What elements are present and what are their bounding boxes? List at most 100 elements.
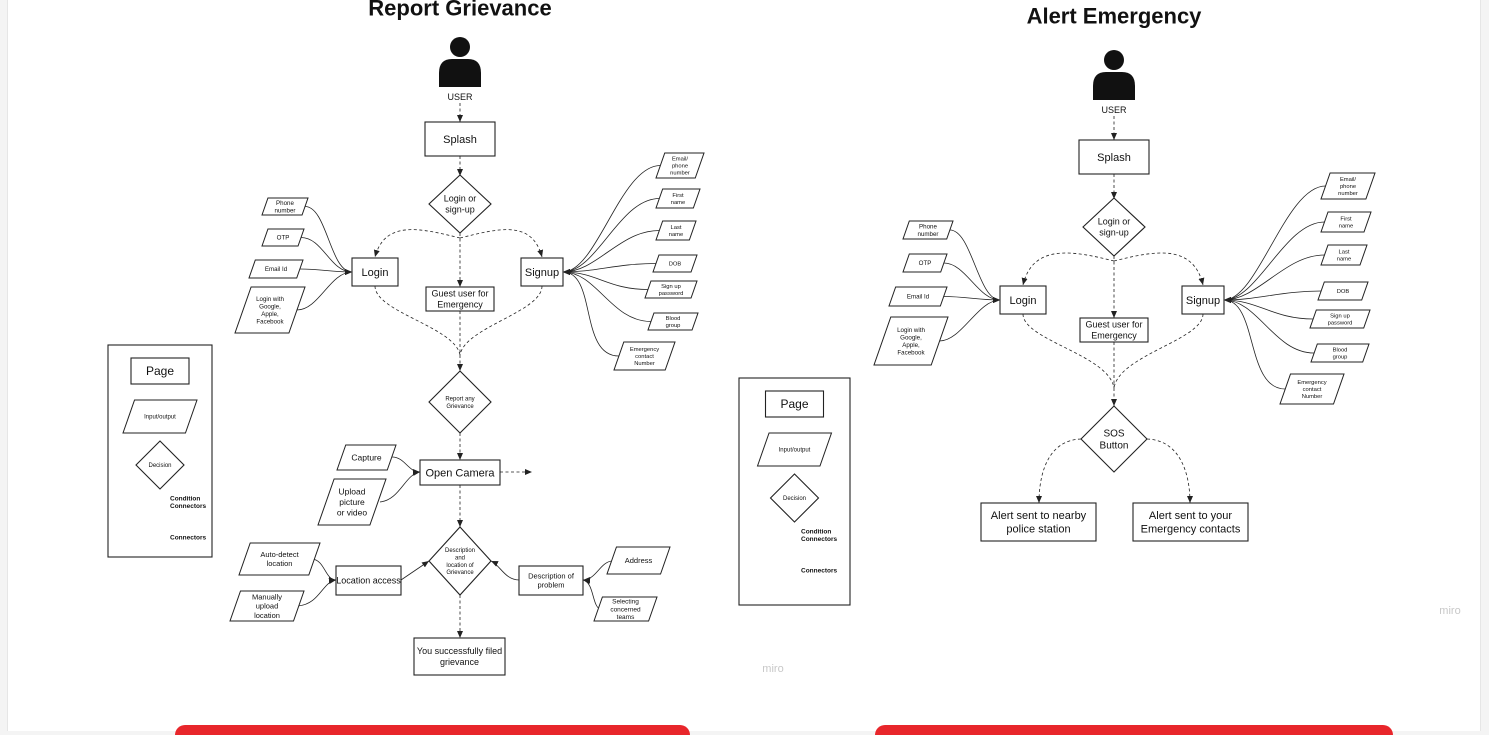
left-conn-signup-input-3: [562, 230, 660, 275]
right-conn-login-input-4: [939, 297, 1001, 342]
left-conn-signup-merge: [459, 285, 543, 356]
left-login-input-2-label: OTP: [277, 235, 290, 242]
left-login-box-label: Login: [362, 267, 389, 279]
left-miro-watermark: miro: [762, 663, 783, 675]
left-conn-login-input-4: [296, 269, 353, 311]
left-address-input-label: Address: [625, 556, 653, 565]
right-signup-input-7: [1279, 373, 1345, 405]
left-user-label: USER: [447, 92, 473, 102]
left-conn-decision-login: [373, 229, 461, 258]
right-page-title: Alert Emergency: [1027, 4, 1203, 29]
right-conn-login-input-1: [949, 229, 1001, 303]
right-legend-connector-label: Connectors: [801, 567, 838, 574]
left-conn-login-input-1: [304, 206, 353, 275]
right-conn-signup-input-4: [1223, 290, 1322, 303]
right-user-icon: [1093, 50, 1135, 100]
left-conn-autodetect: [311, 558, 337, 583]
right-signup-box: [1181, 285, 1225, 315]
right-login-input-2: [902, 253, 948, 273]
left-signup-input-7: [613, 341, 676, 371]
right-signup-input-1: [1320, 172, 1376, 200]
left-signup-input-5: [644, 280, 698, 299]
right-splash-box: [1078, 139, 1150, 175]
right-conn-signup-input-2: [1223, 221, 1325, 303]
left-conn-upload: [379, 469, 421, 503]
right-alert-police-box: [980, 502, 1097, 542]
right-login-box: [999, 285, 1047, 315]
red-banner-right: [875, 725, 1393, 735]
right-conn-signup-input-7: [1223, 297, 1286, 390]
right-conn-signup-input-6: [1223, 297, 1315, 354]
left-conn-login-input-2: [301, 237, 353, 275]
left-conn-signup-input-5: [562, 269, 648, 290]
left-conn-signup-input-1: [562, 165, 661, 275]
right-login-input-1: [902, 220, 954, 240]
right-login-input-3-label: Email Id: [907, 294, 930, 301]
right-miro-watermark: miro: [1439, 605, 1460, 617]
left-login-input-1: [261, 197, 309, 216]
left-location-access-box: [335, 565, 402, 596]
right-signup-input-3: [1320, 244, 1368, 266]
left-conn-location-description: [400, 560, 430, 581]
right-conn-decision-login: [1021, 252, 1115, 286]
right-signup-box-label: Signup: [1186, 295, 1220, 307]
right-login-decision: [1082, 197, 1146, 257]
left-signup-input-4-label: DOB: [669, 262, 682, 268]
left-page-title: Report Grievance: [368, 0, 551, 21]
left-login-decision: [428, 174, 492, 234]
left-success-box: [413, 637, 506, 676]
left-signup-box: [520, 257, 564, 287]
right-conn-signup-input-5: [1223, 297, 1314, 320]
left-report-decision: [428, 370, 492, 434]
right-login-input-4: [873, 316, 949, 366]
left-signup-input-1: [655, 152, 705, 179]
right-splash-box-label: Splash: [1097, 152, 1131, 164]
left-legend-decision-shape: [135, 440, 185, 490]
left-login-input-2: [261, 228, 305, 247]
left-autodetect-input: [238, 542, 321, 576]
right-conn-signup-input-1: [1223, 185, 1326, 303]
left-conn-problem-description: [490, 560, 520, 581]
left-legend-page-box: [130, 357, 190, 385]
left-signup-input-4: [652, 254, 698, 273]
right-signup-input-4-label: DOB: [1337, 289, 1350, 295]
left-guest-box: [425, 286, 495, 312]
right-conn-signup-input-3: [1223, 254, 1325, 303]
left-conn-signup-input-2: [562, 198, 660, 275]
right-user-label: USER: [1101, 105, 1127, 115]
right-conn-login-merge: [1022, 313, 1115, 389]
left-signup-input-2: [655, 188, 701, 209]
left-splash-box-label: Splash: [443, 134, 477, 146]
right-legend-decision-shape-label: Decision: [783, 496, 806, 502]
right-legend-page-box-label: Page: [780, 397, 808, 411]
left-open-camera-box: [419, 459, 501, 486]
right-legend-decision-shape: [769, 473, 820, 523]
left-capture-input: [336, 444, 397, 471]
left-legend-decision-shape-label: Decision: [148, 463, 171, 469]
right-conn-sos-contacts: [1146, 438, 1193, 504]
left-conn-decision-signup: [459, 229, 544, 258]
right-signup-input-6: [1310, 343, 1370, 363]
